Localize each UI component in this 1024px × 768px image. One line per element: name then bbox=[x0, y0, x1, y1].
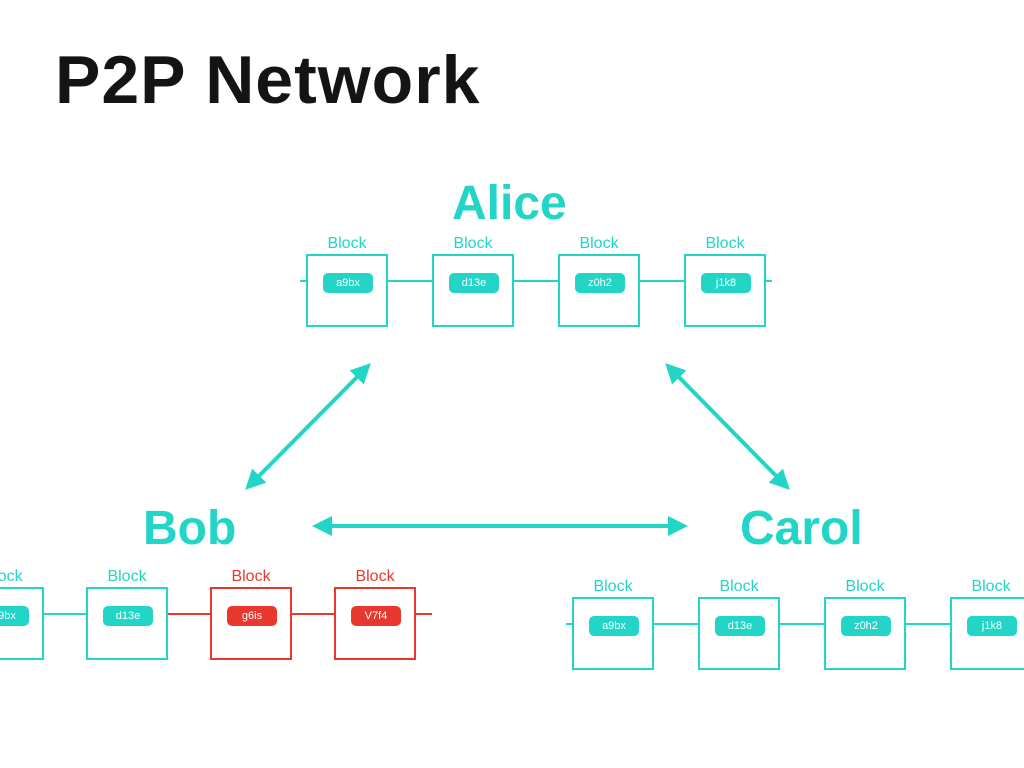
bob-block: d13e bbox=[86, 587, 168, 660]
alice-block: d13e bbox=[432, 254, 514, 327]
alice-block: j1k8 bbox=[684, 254, 766, 327]
alice-block-title: Block bbox=[453, 235, 493, 252]
node-label-alice: Alice bbox=[452, 177, 567, 230]
carol-block: z0h2 bbox=[824, 597, 906, 670]
bob-block-hash: d13e bbox=[103, 606, 153, 626]
carol-block-title: Block bbox=[971, 578, 1011, 595]
alice-block-hash: d13e bbox=[449, 273, 499, 293]
bob-block-title: Block bbox=[355, 568, 395, 585]
alice-block-hash: z0h2 bbox=[575, 273, 625, 293]
bob-block-title: Block bbox=[231, 568, 271, 585]
carol-block-title: Block bbox=[845, 578, 885, 595]
carol-block: d13e bbox=[698, 597, 780, 670]
carol-block-hash: a9bx bbox=[589, 616, 639, 636]
carol-block: j1k8 bbox=[950, 597, 1024, 670]
bob-block: a9bx bbox=[0, 587, 44, 660]
peer-link-alice-carol bbox=[665, 363, 790, 490]
alice-block-hash: j1k8 bbox=[701, 273, 751, 293]
peer-link-alice-bob bbox=[245, 363, 371, 490]
alice-block-hash: a9bx bbox=[323, 273, 373, 293]
carol-block-hash: z0h2 bbox=[841, 616, 891, 636]
carol-block-hash: j1k8 bbox=[967, 616, 1017, 636]
bob-block-hash: V7f4 bbox=[351, 606, 401, 626]
node-label-bob: Bob bbox=[143, 502, 237, 555]
bob-block-title: Block bbox=[107, 568, 147, 585]
bob-block: V7f4 bbox=[334, 587, 416, 660]
node-label-carol: Carol bbox=[740, 502, 863, 555]
alice-block: a9bx bbox=[306, 254, 388, 327]
slide-title: P2P Network bbox=[55, 42, 481, 118]
alice-block-title: Block bbox=[327, 235, 367, 252]
alice-block-title: Block bbox=[579, 235, 619, 252]
carol-block: a9bx bbox=[572, 597, 654, 670]
bob-block: g6is bbox=[210, 587, 292, 660]
carol-block-title: Block bbox=[593, 578, 633, 595]
alice-block: z0h2 bbox=[558, 254, 640, 327]
bob-block-title: Block bbox=[0, 568, 23, 585]
carol-block-title: Block bbox=[719, 578, 759, 595]
bob-block-hash: a9bx bbox=[0, 606, 29, 626]
carol-block-hash: d13e bbox=[715, 616, 765, 636]
alice-block-title: Block bbox=[705, 235, 745, 252]
bob-block-hash: g6is bbox=[227, 606, 277, 626]
